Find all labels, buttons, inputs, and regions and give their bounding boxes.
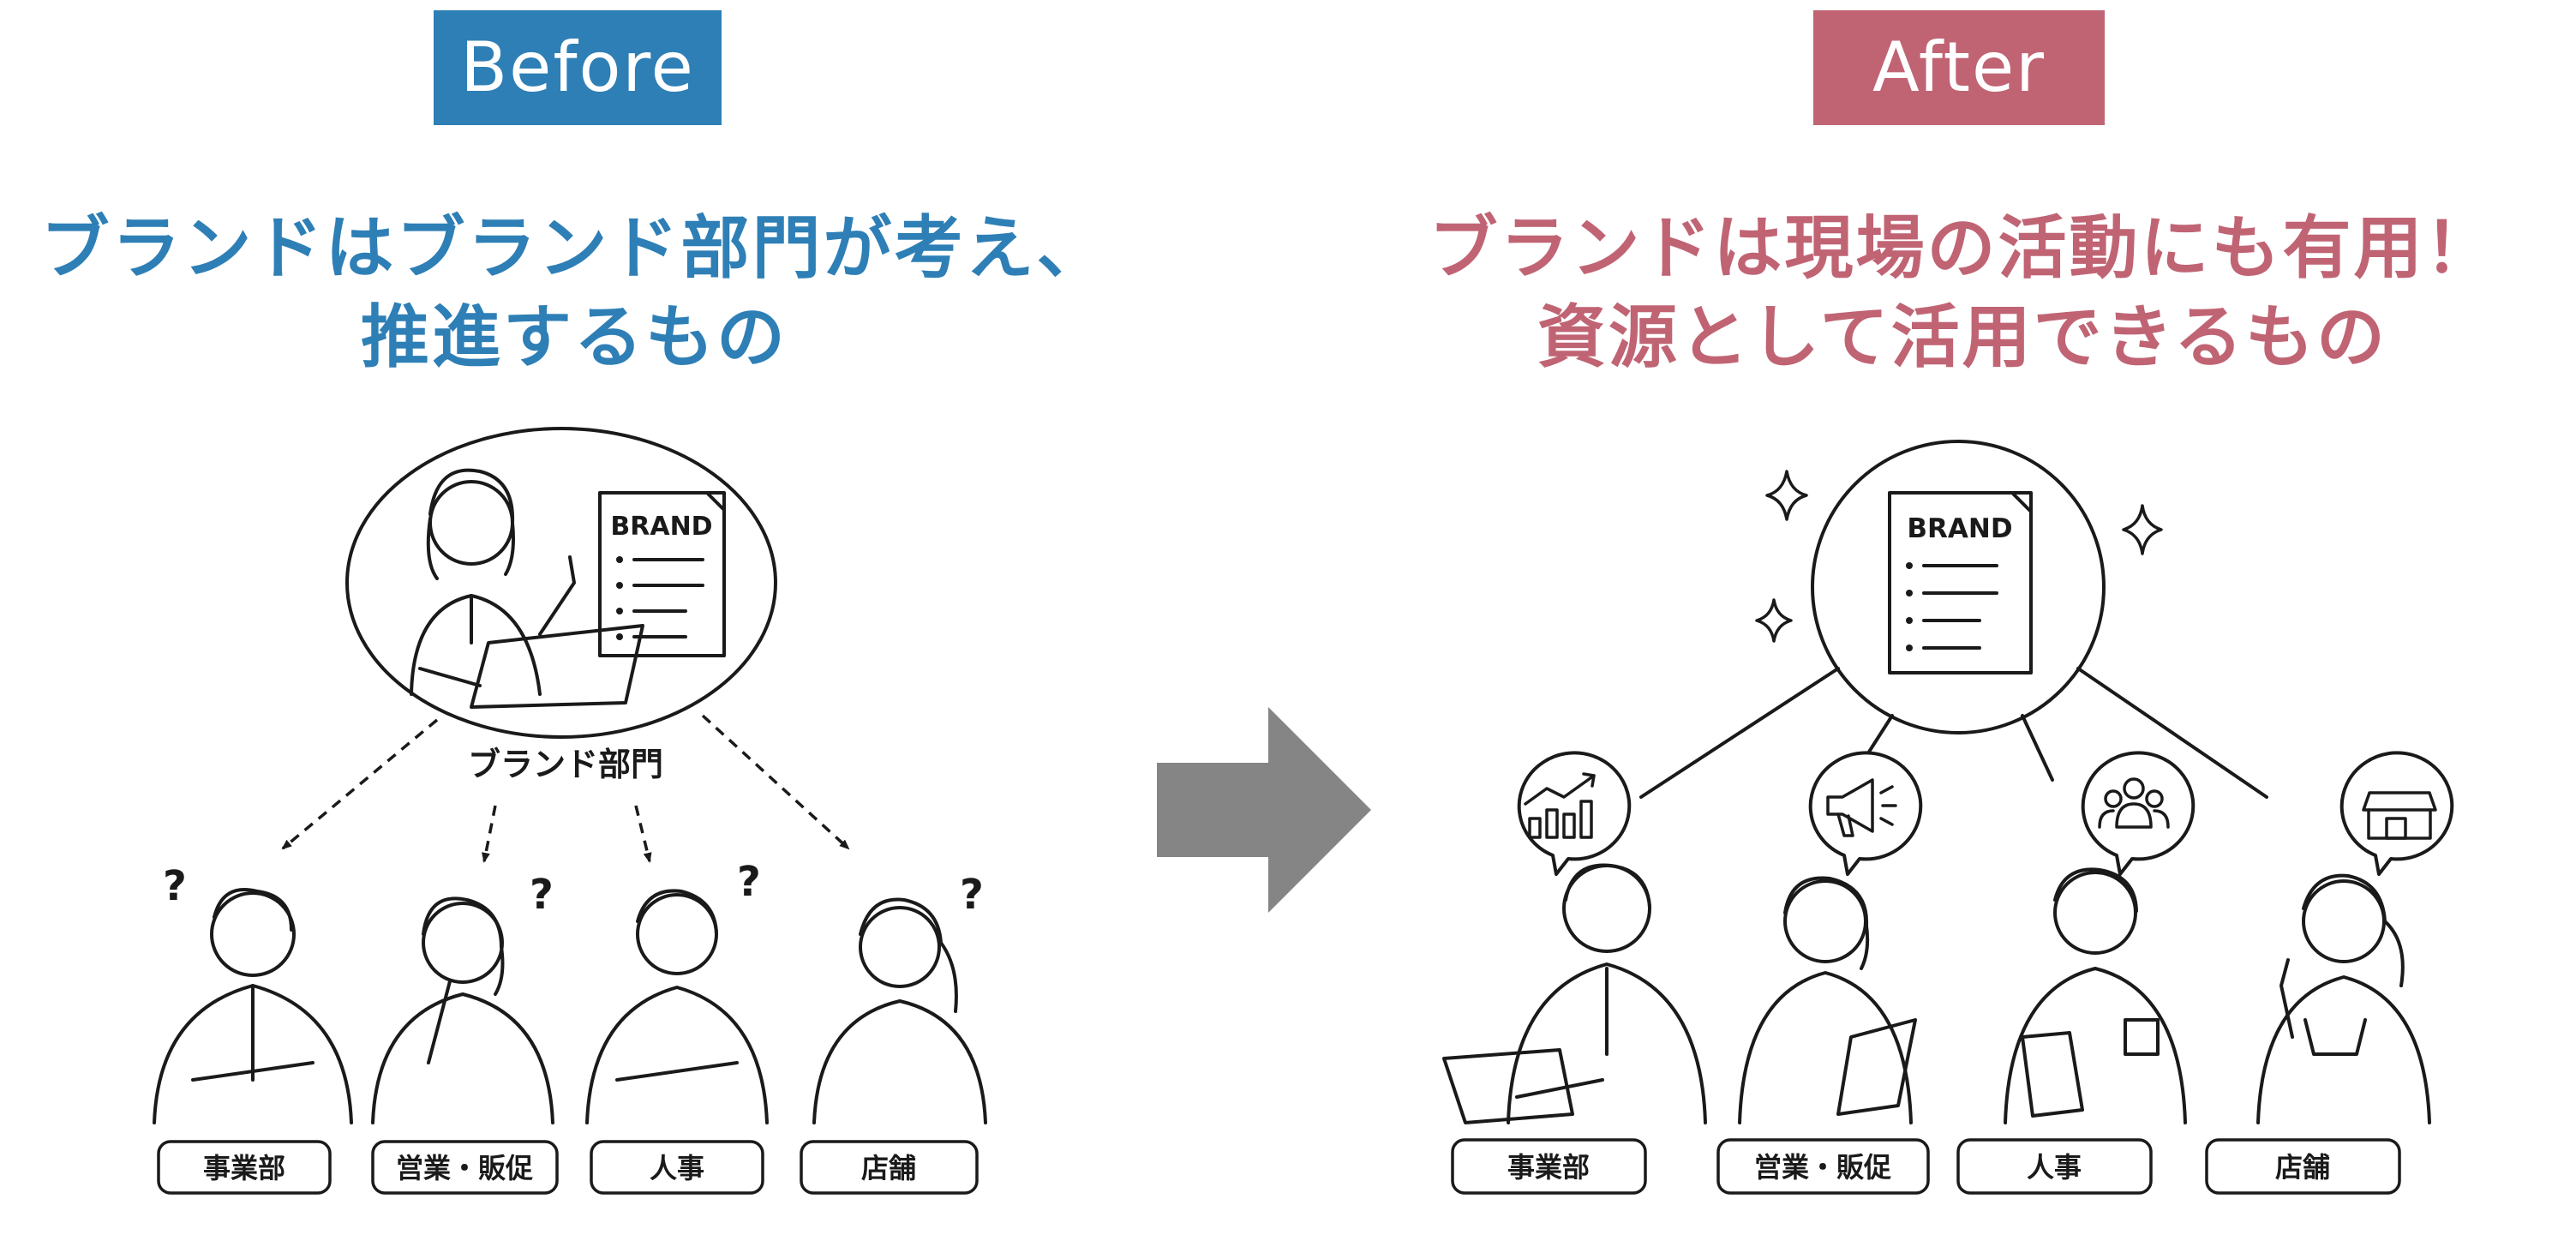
sparkle-icon	[2122, 504, 2163, 555]
dept-box-tenpo	[2205, 1138, 2401, 1195]
after-headline: ブランドは現場の活動にも有用！ 資源として活用できるもの	[1388, 204, 2537, 382]
arrow-to-tenpo	[701, 714, 850, 850]
person-jinji-puzzled	[585, 889, 769, 1124]
link-to-tenpo	[2076, 667, 2268, 799]
question-mark: ?	[163, 862, 187, 910]
bar-chart-icon	[1524, 772, 1596, 839]
after-badge: After	[1813, 10, 2105, 125]
before-headline-line2: 推進するもの	[361, 297, 788, 377]
person-eigyo-puzzled	[371, 896, 554, 1124]
brand-staff-figure	[410, 468, 644, 709]
brand-document	[598, 491, 726, 657]
person-tenpo-puzzled	[812, 897, 987, 1124]
brand-team-bubble	[345, 427, 777, 739]
dept-label-jinji: 人事	[650, 1152, 704, 1184]
dept-label-eigyo: 営業・販促	[1754, 1151, 1891, 1184]
dept-label-tenpo: 店舗	[861, 1152, 916, 1184]
dept-box-tenpo	[800, 1140, 979, 1195]
dept-label-jigyobu: 事業部	[1507, 1151, 1590, 1184]
dept-label-eigyo: 営業・販促	[396, 1152, 533, 1184]
speech-bubble	[2339, 751, 2454, 876]
before-headline-line1: ブランドはブランド部門が考え、	[40, 208, 1108, 288]
brand-document	[1888, 491, 2033, 674]
arrow-to-jinji	[634, 805, 652, 863]
shop-icon	[2362, 791, 2437, 840]
dept-label-jinji: 人事	[2027, 1151, 2082, 1184]
dept-label-tenpo: 店舗	[2275, 1151, 2330, 1184]
dept-label-jigyobu: 事業部	[203, 1152, 285, 1184]
question-mark: ?	[737, 858, 761, 906]
dept-box-eigyo	[1716, 1138, 1930, 1195]
after-diagram: BRAND	[1442, 440, 2454, 1195]
arrow-to-jigyobu	[281, 718, 439, 850]
person-jinji-with-tablet	[2004, 867, 2187, 1124]
link-to-jinji	[2021, 714, 2054, 782]
transition-arrow	[1157, 707, 1371, 913]
person-eigyo-with-document	[1738, 876, 1917, 1124]
before-badge: Before	[434, 10, 722, 125]
before-diagram: BRAND ブランド部門 ? ? ? ?	[153, 427, 987, 1195]
after-headline-line2: 資源として活用できるもの	[1537, 297, 2387, 377]
dept-box-jigyobu	[157, 1140, 332, 1195]
question-mark: ?	[960, 871, 984, 919]
dept-box-jinji	[590, 1140, 764, 1195]
speech-bubble	[1808, 751, 1923, 876]
speech-bubble	[2081, 751, 2196, 876]
dept-box-eigyo	[371, 1140, 559, 1195]
link-to-jigyobu	[1639, 667, 1840, 799]
person-jigyobu-puzzled	[153, 888, 353, 1124]
after-headline-line1: ブランドは現場の活動にも有用！	[1429, 208, 2496, 288]
megaphone-icon	[1826, 778, 1897, 837]
dept-box-jinji	[1956, 1138, 2153, 1195]
team-icon	[2098, 777, 2170, 829]
brand-resource-circle	[1811, 440, 2106, 734]
arrow-to-eigyo	[482, 805, 497, 863]
question-mark: ?	[530, 871, 554, 919]
person-jigyobu-with-laptop	[1442, 863, 1707, 1124]
person-tenpo-pointing	[2256, 873, 2431, 1124]
after-document-title: BRAND	[1907, 513, 2012, 544]
before-headline: ブランドはブランド部門が考え、 推進するもの	[0, 204, 1148, 382]
brand-dept-label: ブランド部門	[468, 746, 663, 783]
dept-box-jigyobu	[1451, 1138, 1647, 1195]
before-document-title: BRAND	[610, 512, 712, 542]
sparkle-icon	[1755, 598, 1793, 643]
sparkle-icon	[1765, 470, 1808, 521]
